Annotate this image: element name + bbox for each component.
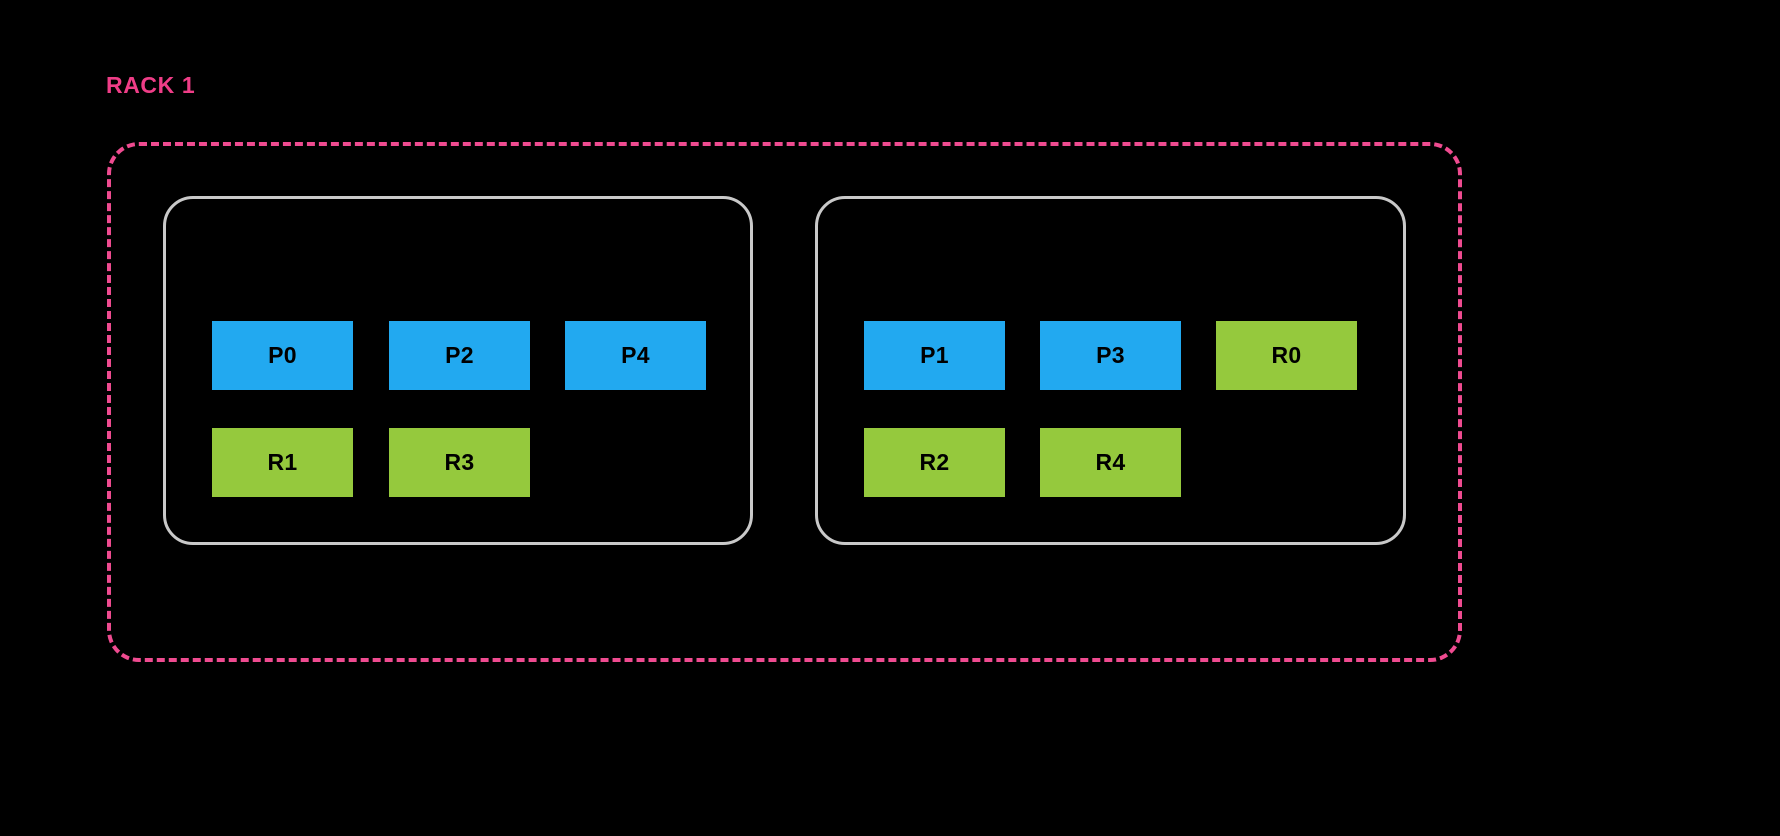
chip-r2[interactable]: R2	[864, 428, 1005, 497]
chip-p3[interactable]: P3	[1040, 321, 1181, 390]
chip-r1[interactable]: R1	[212, 428, 353, 497]
chip-r3[interactable]: R3	[389, 428, 530, 497]
chip-r0[interactable]: R0	[1216, 321, 1357, 390]
chip-r4[interactable]: R4	[1040, 428, 1181, 497]
chip-p2[interactable]: P2	[389, 321, 530, 390]
chip-p0[interactable]: P0	[212, 321, 353, 390]
node-box-left	[163, 196, 753, 545]
rack-label: RACK 1	[106, 72, 196, 98]
rack-container	[107, 142, 1462, 662]
chip-p1[interactable]: P1	[864, 321, 1005, 390]
node-box-right	[815, 196, 1406, 545]
chip-p4[interactable]: P4	[565, 321, 706, 390]
